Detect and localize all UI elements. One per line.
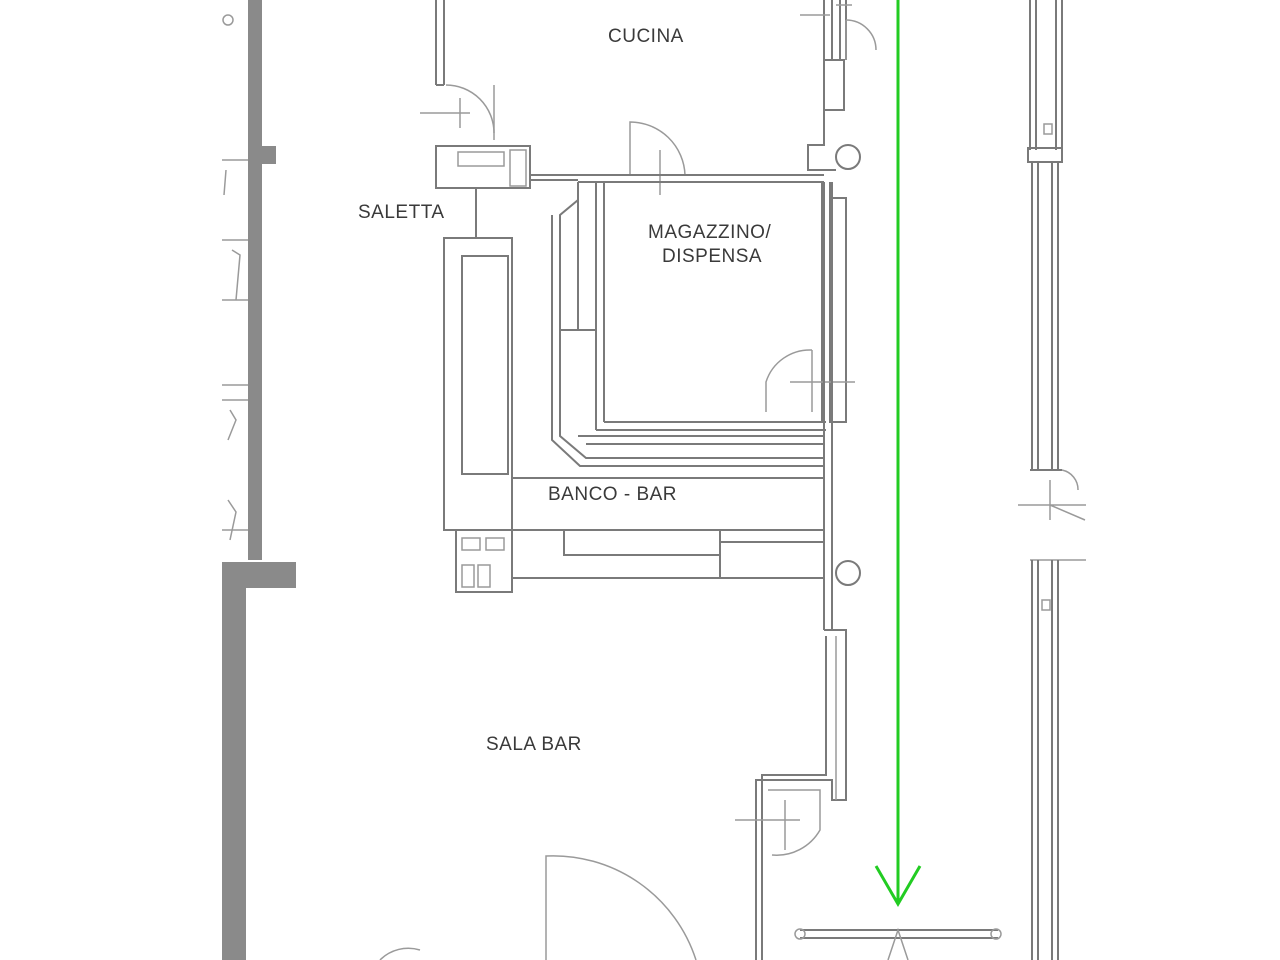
magazzino-walls [578,174,855,431]
central-partition [755,144,861,960]
label-magazzino: MAGAZZINO/ [648,222,771,243]
left-exterior-wall [222,0,296,960]
label-cucina: CUCINA [608,26,684,47]
magazzino-door-top [629,121,686,195]
label-dispensa: DISPENSA [662,246,762,267]
kitchen-door-left [420,84,495,140]
right-exterior-wall [1018,0,1086,960]
sala-bar-side-door [735,789,821,856]
label-banco-bar: BANCO - BAR [548,484,677,505]
bottom-fixture [794,927,1002,960]
cucina-walls [435,0,877,171]
label-saletta: SALETTA [358,202,445,223]
down-arrow-icon [874,0,922,907]
main-entrance-door [379,855,697,960]
saletta-fixtures [435,145,578,238]
banco-bar-counter [443,182,825,593]
label-sala-bar: SALA BAR [486,734,582,755]
